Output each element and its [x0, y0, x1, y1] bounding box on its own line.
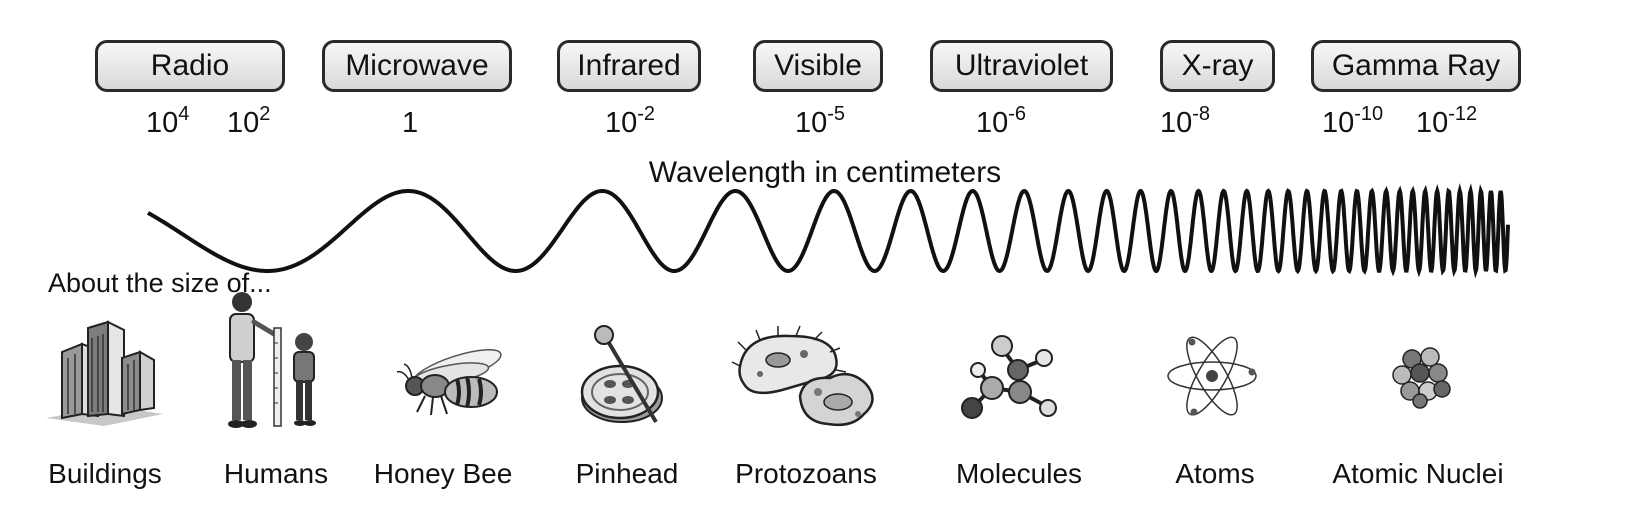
wavelength-label: 10-6 [976, 103, 1027, 139]
object-label-atomic-nuclei: Atomic Nuclei [1332, 458, 1504, 489]
wavelength-label: 10-8 [1160, 103, 1211, 139]
wavelength-label: 1 [402, 107, 419, 139]
wavelength-label: 104 [146, 103, 190, 139]
humans-icon [228, 292, 316, 428]
wavelength-label: 10-10 [1322, 103, 1384, 139]
band-x-ray: X-ray [1160, 40, 1275, 92]
band-label: Gamma Ray [1331, 49, 1501, 82]
pinhead-icon [580, 325, 663, 424]
object-label-humans: Humans [223, 458, 329, 489]
band-label: X-ray [1181, 49, 1254, 82]
molecules-icon [961, 335, 1057, 419]
size-prompt: About the size of... [48, 268, 272, 298]
wavelength-label: 10-2 [605, 103, 656, 139]
band-radio: Radio [95, 40, 285, 92]
wave-line [146, 183, 1510, 279]
band-ultraviolet: Ultraviolet [930, 40, 1113, 92]
atoms-icon [1167, 336, 1257, 416]
object-label-buildings: Buildings [48, 458, 162, 489]
object-label-protozoans: Protozoans [735, 458, 877, 489]
band-label: Infrared [577, 49, 681, 82]
wavelength-label: 10-5 [795, 103, 846, 139]
object-label-pinhead: Pinhead [575, 458, 679, 489]
band-visible: Visible [753, 40, 883, 92]
object-label-atoms: Atoms [1175, 458, 1255, 489]
object-label-honey-bee: Honey Bee [373, 458, 513, 489]
band-label: Radio [150, 49, 230, 82]
buildings-icon [46, 320, 163, 426]
atomic-nuclei-icon [1392, 347, 1451, 409]
honey-bee-icon [396, 349, 502, 416]
object-label-molecules: Molecules [955, 458, 1083, 489]
band-gamma-ray: Gamma Ray [1311, 40, 1521, 92]
band-infrared: Infrared [557, 40, 701, 92]
band-label: Microwave [345, 49, 489, 82]
wavelength-label: 10-12 [1416, 103, 1478, 139]
band-label: Ultraviolet [954, 49, 1089, 82]
band-label: Visible [774, 49, 862, 82]
wavelength-label: 102 [227, 103, 271, 139]
protozoans-icon [731, 325, 874, 427]
band-microwave: Microwave [322, 40, 512, 92]
axis-title: Wavelength in centimeters [648, 156, 1002, 189]
